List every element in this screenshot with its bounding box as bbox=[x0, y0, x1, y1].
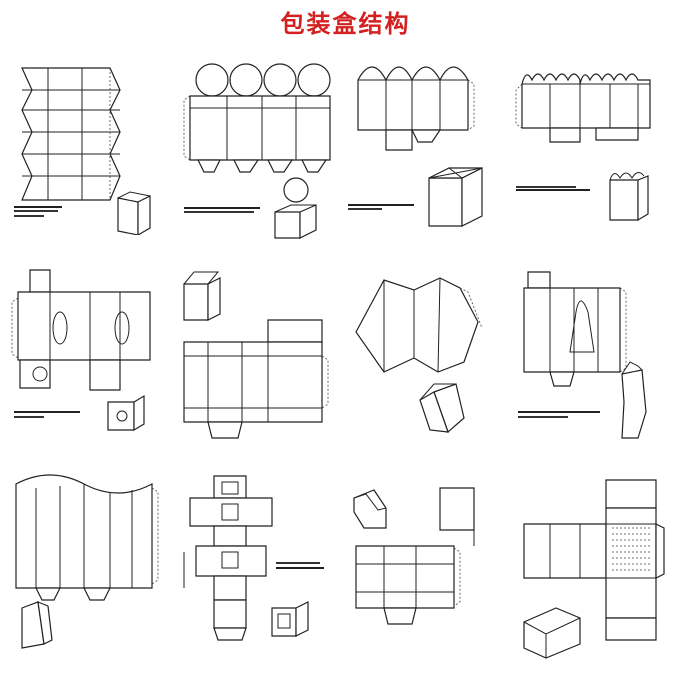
diagram-wrap-display-box bbox=[510, 468, 670, 668]
page-title: 包装盒结构 bbox=[280, 10, 411, 38]
diagram-zigzag-tube-box bbox=[10, 50, 170, 235]
diagram-window-tuck-box bbox=[10, 262, 170, 452]
diagram-pillow-box bbox=[10, 468, 170, 668]
diagram-scalloped-top-box bbox=[510, 50, 670, 240]
diagram-slanted-lid-box bbox=[344, 468, 504, 668]
diagram-four-arch-lid-box bbox=[344, 50, 504, 240]
diagram-tapered-curved-box bbox=[344, 262, 504, 452]
diagram-straight-tuck-box bbox=[176, 262, 336, 452]
diagram-cross-window-box bbox=[176, 468, 336, 668]
diagram-four-round-lid-box bbox=[180, 50, 340, 240]
diagram-gable-top-box bbox=[510, 262, 670, 452]
